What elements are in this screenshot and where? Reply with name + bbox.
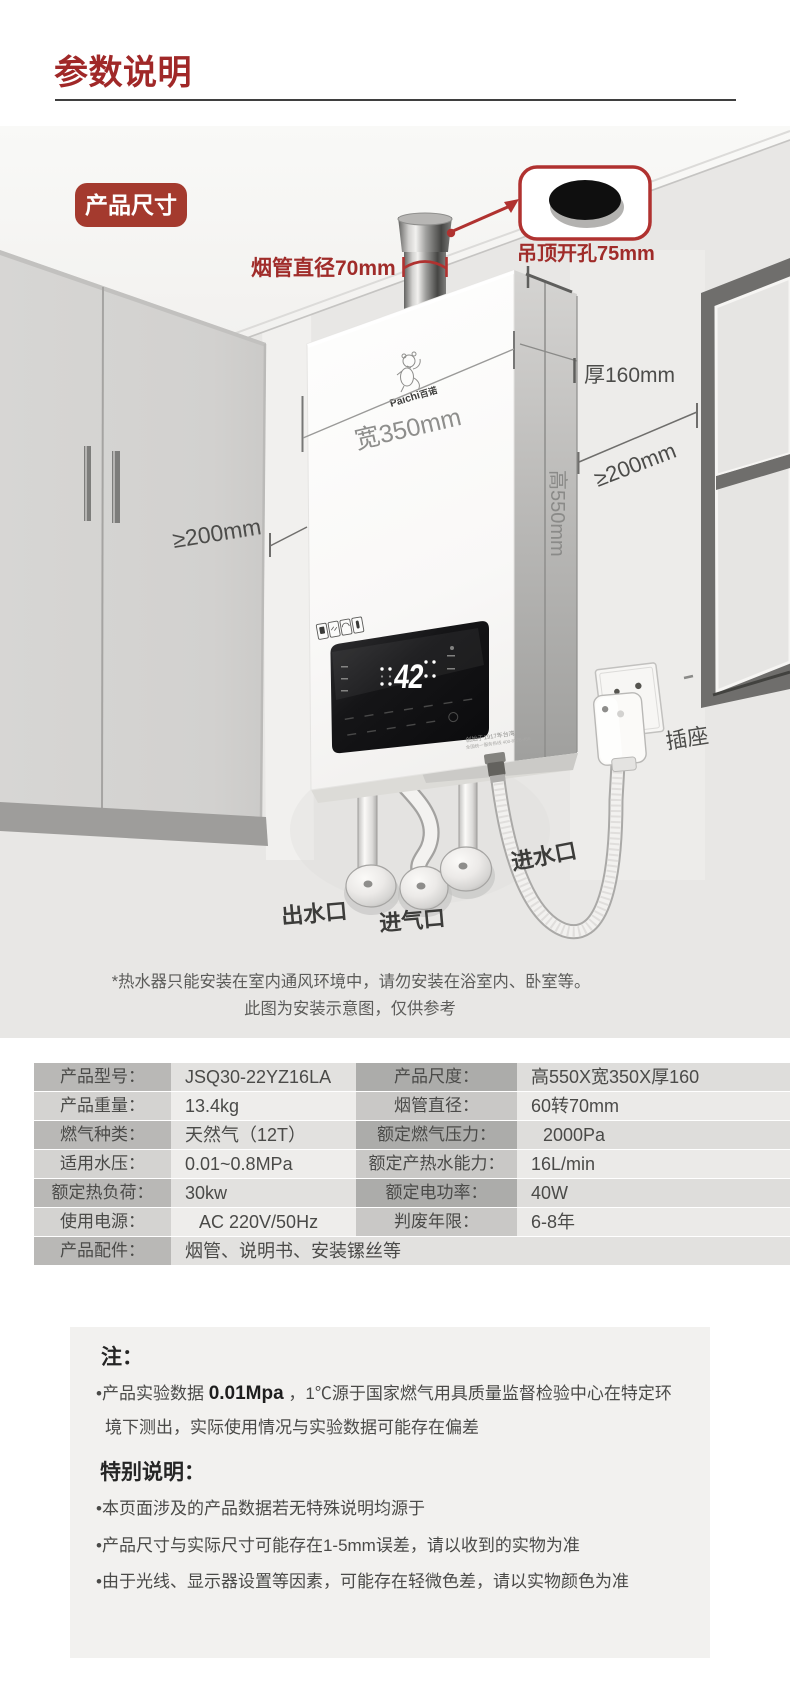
svg-text:42: 42 [392,657,425,696]
svg-text:进气口: 进气口 [378,905,446,936]
svg-text:吊顶开孔75mm: 吊顶开孔75mm [517,242,655,265]
svg-text:出水口: 出水口 [280,898,348,929]
svg-text:*热水器只能安装在室内通风环境中，请勿安装在浴室内、卧室等。: *热水器只能安装在室内通风环境中，请勿安装在浴室内、卧室等。 [112,972,591,991]
svg-text:高550mm: 高550mm [546,470,569,557]
svg-text:厚160mm: 厚160mm [584,364,675,387]
svg-text:产品尺寸: 产品尺寸 [85,192,177,218]
svg-text:此图为安装示意图，仅供参考: 此图为安装示意图，仅供参考 [244,999,456,1018]
svg-text:烟管直径70mm: 烟管直径70mm [251,256,396,280]
